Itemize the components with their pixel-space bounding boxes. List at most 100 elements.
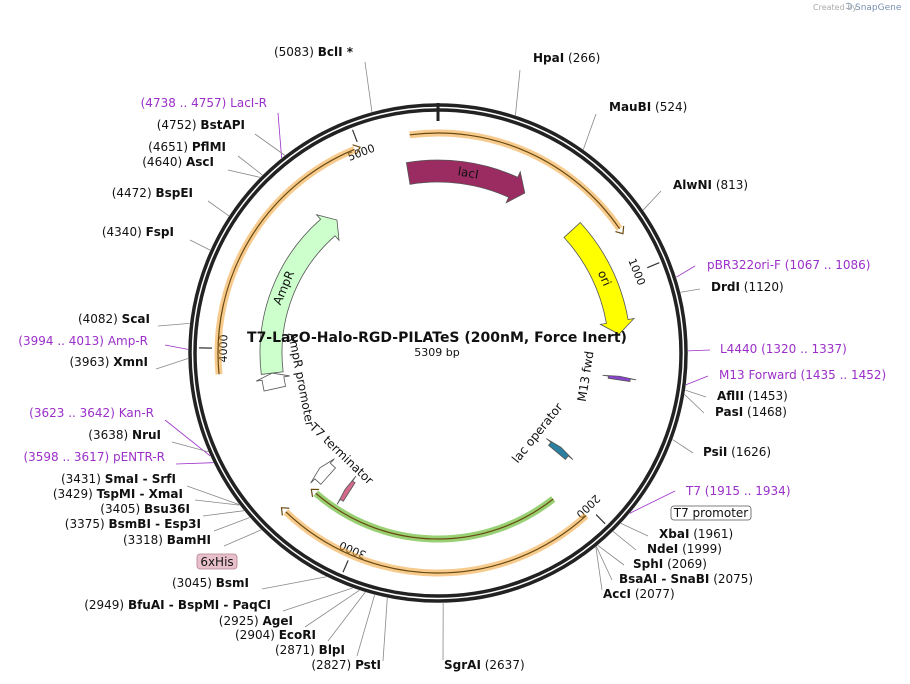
site-position: (5083) (274, 45, 314, 59)
orf-arrowhead (280, 507, 290, 516)
site-label: (3405) Bsu36I (100, 502, 190, 516)
site-name: BstAPI (200, 118, 245, 132)
site-labels: HpaI (266)MauBI (524)AlwNI (813)pBR322or… (18, 45, 886, 672)
leader-line (202, 510, 245, 517)
feature-ori (563, 221, 636, 335)
leader-line (327, 591, 366, 642)
t7-promoter-box: T7 promoter (670, 505, 752, 521)
site-name: PflMI (192, 140, 226, 154)
orf-arc-line (409, 132, 621, 230)
site-label: (4752) BstAPI (157, 118, 245, 132)
leader-line (364, 61, 373, 112)
site-label: AlwNI (813) (673, 178, 748, 192)
site-name: AccI (603, 587, 631, 601)
site-position: (1453) (748, 389, 788, 403)
orf-arcs (214, 129, 625, 577)
orf-arc-line (315, 492, 554, 540)
leader-line (642, 190, 662, 211)
site-name: HpaI (533, 51, 564, 65)
site-name: Kan-R (119, 406, 154, 420)
snapgene-logo-icon (845, 2, 853, 10)
site-name: AscI (186, 155, 214, 169)
site-position: (813) (716, 178, 748, 192)
site-position: (1435 .. 1452) (801, 368, 887, 382)
site-position: (3598 .. 3617) (23, 450, 109, 464)
site-label: (3431) SmaI - SrfI (61, 472, 176, 486)
site-position: (2871) (275, 643, 315, 657)
site-name: PstI (355, 658, 381, 672)
site-name: DrdI (711, 280, 740, 294)
site-label: (3375) BsmBI - Esp3I (65, 517, 201, 531)
site-position: (3638) (88, 428, 128, 442)
site-label: DrdI (1120) (711, 280, 784, 294)
site-position: (4082) (78, 312, 118, 326)
site-position: (3405) (100, 502, 140, 516)
site-label: (2925) AgeI (219, 614, 293, 628)
leader-line (620, 523, 649, 537)
leader-line (382, 597, 388, 662)
site-name: L4440 (720, 342, 757, 356)
leader-line (189, 239, 211, 251)
feature-label: ori (595, 268, 614, 288)
feature-caption: M13 fwd (575, 350, 597, 402)
leader-line (595, 546, 613, 581)
leader-line (687, 349, 711, 352)
site-label: (3318) BamHI (123, 533, 211, 547)
leader-line (194, 499, 240, 506)
site-name: Bsu36I (144, 502, 190, 516)
leader-line (685, 375, 709, 386)
site-name: AflII (717, 389, 744, 403)
scale-tick (351, 129, 358, 143)
site-position: (4738 .. 4757) (141, 96, 227, 110)
leader-line (171, 441, 209, 453)
site-position: (1067 .. 1086) (785, 258, 871, 272)
site-name: EcoRI (279, 628, 316, 642)
site-label: AflII (1453) (717, 389, 788, 403)
site-position: (1999) (682, 542, 722, 556)
site-name: TspMI - XmaI (97, 487, 183, 501)
site-position: (3429) (53, 487, 93, 501)
leader-line (157, 323, 190, 327)
leader-line (629, 490, 676, 514)
primer-label: (4738 .. 4757) LacI-R (141, 96, 267, 110)
site-position: (1120) (744, 280, 784, 294)
site-position: (3623 .. 3642) (29, 406, 115, 420)
site-label: (4651) PflMI (148, 140, 226, 154)
feature-laci (405, 159, 526, 204)
site-name: BsmI (216, 576, 249, 590)
sixhis-label: 6xHis (200, 555, 233, 569)
leader-line (595, 546, 603, 591)
site-label: (4340) FspI (102, 225, 174, 239)
leader-line (582, 113, 597, 150)
feature-t7-terminator (310, 458, 337, 485)
site-name: NdeI (647, 542, 678, 556)
primer-label: M13 Forward (1435 .. 1452) (719, 368, 886, 382)
label-leader-lines (155, 61, 711, 662)
site-label: NdeI (1999) (647, 542, 722, 556)
site-label: (3045) BsmI (172, 576, 249, 590)
site-name: M13 Forward (719, 368, 797, 382)
site-position: (3375) (65, 517, 105, 531)
snapgene-credit: Created by SnapGene (813, 2, 902, 13)
feature-6xhis (336, 475, 357, 505)
site-position: (2827) (311, 658, 351, 672)
leader-line (237, 155, 263, 176)
leader-line (207, 200, 230, 217)
site-name: FspI (146, 225, 174, 239)
site-name: BspEI (155, 186, 193, 200)
site-name: MauBI (609, 100, 651, 114)
leader-line (223, 529, 262, 547)
site-position: (2077) (635, 587, 675, 601)
site-position: (3994 .. 4013) (18, 334, 104, 348)
site-position: (2949) (84, 598, 124, 612)
site-position: (4340) (102, 225, 142, 239)
site-label: (4472) BspEI (112, 186, 193, 200)
primer-label: pBR322ori-F (1067 .. 1086) (707, 258, 870, 272)
feature-lac-operator (546, 438, 574, 460)
site-name: BlpI (319, 643, 345, 657)
leader-line (515, 69, 521, 116)
site-position: (3045) (172, 576, 212, 590)
leader-line (282, 587, 353, 612)
site-name: BamHI (167, 533, 211, 547)
leader-line (155, 358, 189, 370)
